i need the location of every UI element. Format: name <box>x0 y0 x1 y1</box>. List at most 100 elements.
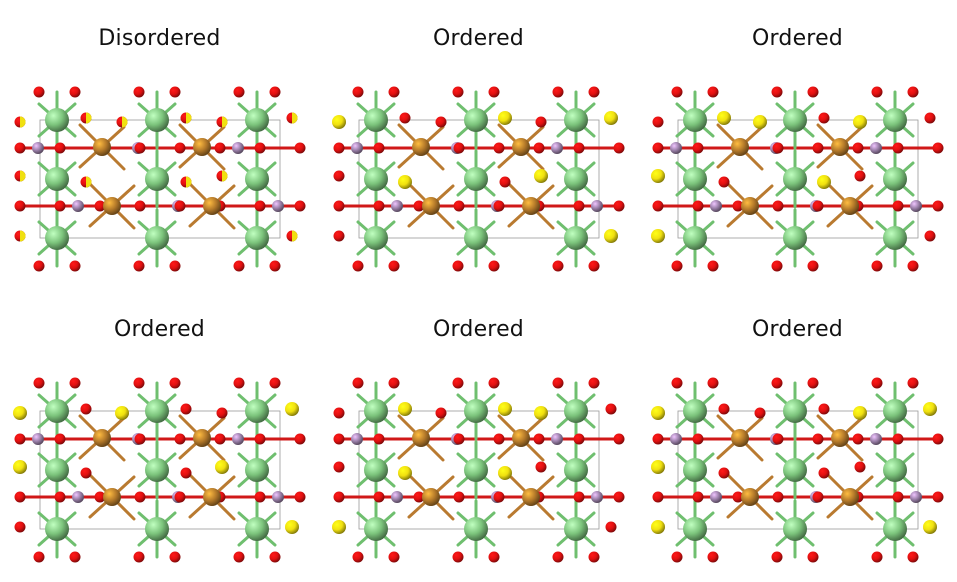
panel-4: Ordered <box>0 291 319 582</box>
oxygen-atom <box>254 200 266 212</box>
green-atom <box>45 226 69 250</box>
oxygen-atom <box>771 86 783 98</box>
oxygen-atom <box>692 200 704 212</box>
oxygen-atom <box>932 491 944 503</box>
oxygen-atom <box>613 200 625 212</box>
oxygen-atom <box>573 491 585 503</box>
oxygen-atom <box>771 377 783 389</box>
atom-layer <box>651 377 944 563</box>
purple-atom <box>232 142 244 154</box>
oxygen-atom <box>818 403 830 415</box>
oxygen-atom <box>373 491 385 503</box>
oxygen-atom <box>254 433 266 445</box>
green-atom <box>245 226 269 250</box>
oxygen-atom <box>269 551 281 563</box>
oxygen-atom <box>54 142 66 154</box>
oxygen-atom <box>352 551 364 563</box>
oxygen-atom <box>14 521 26 533</box>
oxygen-atom <box>435 116 447 128</box>
brown-atom <box>522 488 540 506</box>
oxygen-atom <box>233 551 245 563</box>
brown-atom <box>831 138 849 156</box>
oxygen-atom <box>812 491 824 503</box>
oxygen-atom <box>69 86 81 98</box>
oxygen-atom <box>134 200 146 212</box>
green-atom <box>883 167 907 191</box>
brown-atom <box>522 197 540 215</box>
oxygen-atom <box>453 433 465 445</box>
oxygen-atom <box>69 551 81 563</box>
purple-atom <box>72 200 84 212</box>
oxygen-atom <box>69 377 81 389</box>
oxygen-atom <box>435 407 447 419</box>
oxygen-atom <box>692 433 704 445</box>
green-atom <box>564 226 588 250</box>
green-atom <box>245 517 269 541</box>
oxygen-atom <box>94 491 106 503</box>
crystal-structure-view <box>332 86 625 272</box>
oxygen-atom <box>373 142 385 154</box>
oxygen-atom <box>732 491 744 503</box>
yellow-atom <box>651 460 665 474</box>
green-atom <box>564 517 588 541</box>
oxygen-atom <box>854 461 866 473</box>
green-atom <box>245 108 269 132</box>
oxygen-atom <box>812 142 824 154</box>
oxygen-atom <box>818 112 830 124</box>
oxygen-atom <box>932 200 944 212</box>
green-atom <box>683 517 707 541</box>
oxygen-atom <box>388 551 400 563</box>
green-atom <box>364 167 388 191</box>
oxygen-atom <box>453 491 465 503</box>
oxygen-atom <box>812 433 824 445</box>
brown-atom <box>841 488 859 506</box>
oxygen-atom <box>169 377 181 389</box>
oxygen-atom <box>533 433 545 445</box>
oxygen-atom <box>233 377 245 389</box>
atom-layer <box>14 86 306 272</box>
yellow-atom <box>115 406 129 420</box>
oxygen-atom <box>452 551 464 563</box>
mixed-site-half <box>20 230 26 242</box>
atom-layer <box>332 86 625 272</box>
crystal-structure-view <box>13 377 306 563</box>
oxygen-atom <box>14 142 26 154</box>
oxygen-atom <box>14 433 26 445</box>
panel-5: Ordered <box>319 291 638 582</box>
green-atom <box>45 108 69 132</box>
green-atom <box>683 108 707 132</box>
oxygen-atom <box>772 142 784 154</box>
oxygen-atom <box>772 433 784 445</box>
green-atom <box>245 167 269 191</box>
oxygen-atom <box>871 551 883 563</box>
oxygen-atom <box>552 551 564 563</box>
oxygen-atom <box>269 377 281 389</box>
oxygen-atom <box>352 260 364 272</box>
green-atom <box>883 108 907 132</box>
oxygen-atom <box>174 491 186 503</box>
purple-atom <box>591 491 603 503</box>
yellow-atom <box>817 175 831 189</box>
yellow-atom <box>651 229 665 243</box>
oxygen-atom <box>707 377 719 389</box>
oxygen-atom <box>652 116 664 128</box>
oxygen-atom <box>269 86 281 98</box>
oxygen-atom <box>493 433 505 445</box>
mixed-site-half <box>186 112 192 124</box>
oxygen-atom <box>169 551 181 563</box>
oxygen-atom <box>488 377 500 389</box>
oxygen-atom <box>133 377 145 389</box>
oxygen-atom <box>671 260 683 272</box>
green-atom <box>145 167 169 191</box>
oxygen-atom <box>552 260 564 272</box>
oxygen-atom <box>652 491 664 503</box>
green-atom <box>464 458 488 482</box>
oxygen-atom <box>294 491 306 503</box>
purple-atom <box>391 491 403 503</box>
crystal-structure-view <box>651 377 944 563</box>
brown-atom <box>93 138 111 156</box>
oxygen-atom <box>613 433 625 445</box>
oxygen-atom <box>133 551 145 563</box>
brown-atom <box>741 488 759 506</box>
